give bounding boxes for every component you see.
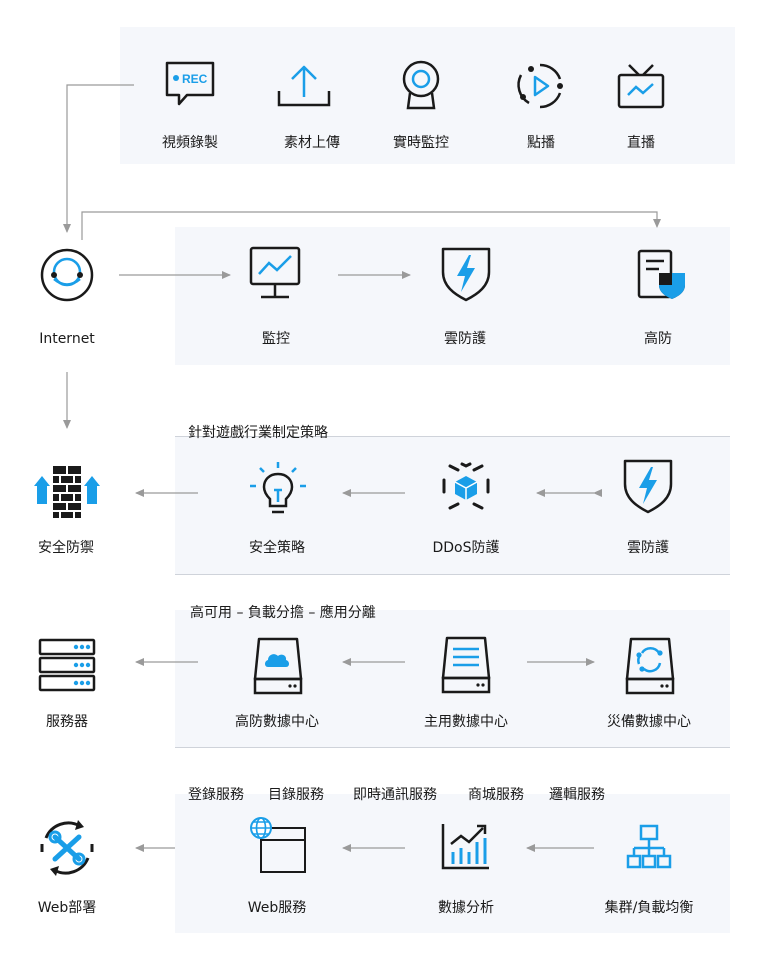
webcam-icon <box>400 60 442 112</box>
internet-globe-icon <box>40 248 94 302</box>
defense-label-cloud: 雲防護 <box>444 331 486 347</box>
datacenter-left-label: 服務器 <box>46 714 88 730</box>
service-tag-logic: 邏輯服務 <box>549 787 605 803</box>
strategy-divider-bottom <box>175 574 730 575</box>
cloud-drive-icon <box>253 637 303 695</box>
tv-icon <box>617 63 665 109</box>
media-label-vod: 點播 <box>527 135 555 151</box>
strategy-label-ddos: DDoS防護 <box>432 540 500 556</box>
server-rack-icon <box>38 638 96 692</box>
media-label-live: 直播 <box>627 135 655 151</box>
strategy-left-label: 安全防禦 <box>38 540 94 556</box>
internet-label: Internet <box>39 331 95 347</box>
defense-label-monitor: 監控 <box>262 331 290 347</box>
cluster-icon <box>626 824 672 870</box>
strategy-label-security: 安全策略 <box>249 540 305 556</box>
service-tag-directory: 目錄服務 <box>268 787 324 803</box>
shield-bolt-icon <box>622 458 674 514</box>
rec-badge: REC <box>182 72 208 86</box>
firewall-icon <box>34 464 100 520</box>
defense-label-high: 高防 <box>644 331 672 347</box>
lightbulb-icon <box>249 462 307 516</box>
media-label-upload: 素材上傳 <box>284 135 340 151</box>
upload-icon <box>277 63 331 109</box>
services-label-analytics: 數據分析 <box>438 900 494 916</box>
services-label-cluster: 集群/負載均衡 <box>604 900 694 916</box>
services-left-label: Web部署 <box>37 900 97 916</box>
arrow-media-to-internet <box>63 84 134 233</box>
document-shield-icon <box>637 249 687 301</box>
strategy-divider <box>175 436 730 437</box>
media-label-live-monitor: 實時監控 <box>393 135 449 151</box>
shield-bolt-icon <box>440 246 492 302</box>
list-drive-icon <box>441 636 491 694</box>
rec-icon: REC <box>165 61 215 109</box>
datacenter-divider <box>175 747 730 748</box>
play-icon <box>515 61 565 111</box>
service-tag-store: 商城服務 <box>468 787 524 803</box>
datacenter-label-high: 高防數據中心 <box>235 714 319 730</box>
cube-icon <box>442 462 490 512</box>
arrow-internet-to-highdefense <box>81 211 661 240</box>
datacenter-label-main: 主用數據中心 <box>424 714 508 730</box>
strategy-label-cloud: 雲防護 <box>627 540 669 556</box>
strategy-header: 針對遊戲行業制定策略 <box>188 425 328 441</box>
datacenter-label-backup: 災備數據中心 <box>607 714 691 730</box>
web-window-icon <box>249 817 307 874</box>
wrench-sync-icon <box>38 820 96 876</box>
services-label-web: Web服務 <box>247 900 307 916</box>
analytics-chart-icon <box>441 822 491 870</box>
service-tag-im: 即時通訊服務 <box>353 787 437 803</box>
datacenter-header: 高可用 – 負載分擔 – 應用分離 <box>190 605 376 621</box>
media-label-record: 視頻錄製 <box>162 135 218 151</box>
monitor-icon <box>249 246 301 300</box>
sync-drive-icon <box>625 637 675 695</box>
service-tag-login: 登錄服務 <box>188 787 244 803</box>
